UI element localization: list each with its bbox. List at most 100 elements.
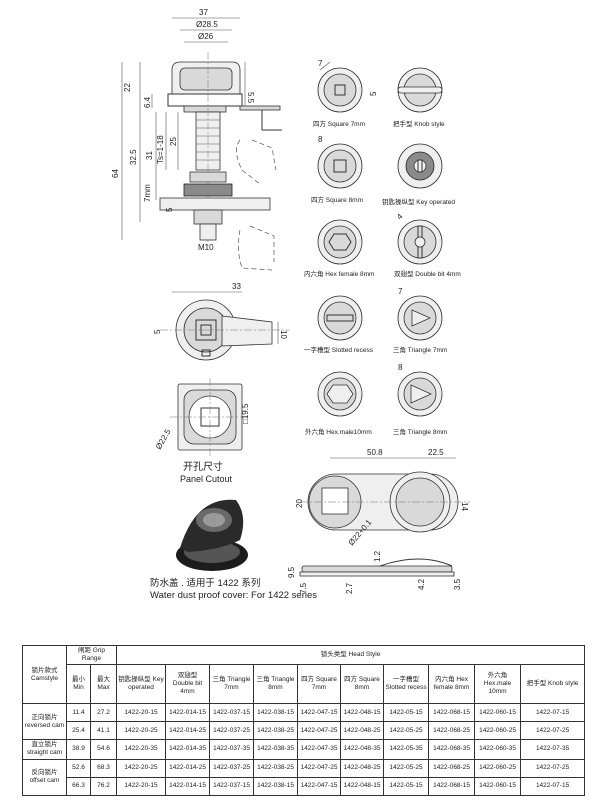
max-cell: 68.3 bbox=[89, 758, 118, 778]
header-camstyle: 锁片款式 Camstyle bbox=[22, 644, 67, 705]
header-col: 四方 Square 7mm bbox=[297, 664, 342, 705]
code-cell: 1422-038-25 bbox=[253, 758, 299, 778]
svg-text:1.2: 1.2 bbox=[373, 550, 382, 562]
dim-37: 37 bbox=[199, 8, 208, 17]
code-cell: 1422-068-15 bbox=[428, 703, 476, 723]
svg-text:7: 7 bbox=[318, 59, 323, 68]
cover-side-view: 1.2 9.5 7.5 2.7 4.2 3.5 bbox=[287, 550, 462, 594]
svg-text:8: 8 bbox=[318, 135, 323, 144]
code-cell: 1422-20-25 bbox=[116, 721, 167, 741]
code-cell: 1422-037-25 bbox=[209, 758, 255, 778]
camstyle-cell: 直立锁片 straight cam bbox=[22, 739, 67, 760]
code-cell: 1422-20-15 bbox=[116, 703, 167, 723]
code-cell: 1422-048-15 bbox=[340, 703, 385, 723]
header-min: 最小 Min bbox=[66, 664, 91, 705]
table-row: 正向锁片 reversed cam 11.4 27.2 1422-20-15 1… bbox=[22, 703, 586, 741]
header-col: 四方 Square 8mm bbox=[340, 664, 385, 705]
dim-ts: Ts=1-18 bbox=[156, 135, 165, 164]
code-cell: 1422-07-15 bbox=[520, 776, 586, 796]
dust-cover-illustration: 防水盖 . 适用于 1422 系列 Water dust proof cover… bbox=[150, 499, 317, 601]
header-grip: 闸距 Grip Range bbox=[65, 644, 118, 666]
code-cell: 1422-047-35 bbox=[297, 739, 342, 760]
camstyle-cell: 反向锁片 offset cam bbox=[22, 758, 67, 796]
dim-5b: 5 bbox=[153, 329, 162, 334]
svg-text:8: 8 bbox=[398, 363, 403, 372]
panel-cutout: □19.5 Ø22.5 开孔尺寸 Panel Cutout bbox=[154, 378, 250, 484]
code-cell: 1422-014-25 bbox=[165, 721, 211, 741]
code-cell: 1422-20-15 bbox=[116, 776, 167, 796]
dim-32-5: 32.5 bbox=[129, 149, 138, 165]
spec-table: 锁片款式 Camstyle 闸距 Grip Range 锁头类型 Head St… bbox=[22, 644, 586, 796]
dim-6-4: 6.4 bbox=[143, 96, 152, 108]
table-row: 25.4 41.1 1422-20-25 1422-014-25 1422-03… bbox=[23, 721, 586, 741]
dim-dia-26: Ø26 bbox=[198, 32, 214, 41]
dim-5: 5 bbox=[165, 207, 174, 212]
max-cell: 76.2 bbox=[89, 776, 118, 796]
header-col: 把手型 Knob style bbox=[520, 664, 586, 705]
code-cell: 1422-07-25 bbox=[520, 758, 586, 778]
code-cell: 1422-05-35 bbox=[383, 739, 430, 760]
dim-10: 10 bbox=[279, 330, 288, 339]
code-cell: 1422-048-15 bbox=[340, 776, 385, 796]
min-cell: 38.9 bbox=[66, 739, 91, 760]
header-head-style: 锁头类型 Head Style bbox=[116, 644, 586, 666]
dim-22: 22 bbox=[123, 83, 132, 92]
svg-text:5: 5 bbox=[369, 91, 378, 96]
head-label-hex-female: 内六角 Hex female 8mm bbox=[304, 269, 374, 278]
header-col: 外六角 Hex.male 10mm bbox=[474, 664, 522, 705]
code-cell: 1422-038-15 bbox=[253, 776, 299, 796]
code-cell: 1422-014-25 bbox=[165, 758, 211, 778]
dim-5-5: 5.5 bbox=[246, 92, 255, 104]
cover-en: Water dust proof cover: For 1422 series bbox=[150, 590, 317, 601]
head-label-knob: 把手型 Knob style bbox=[393, 119, 445, 128]
head-knob: 5 把手型 Knob style bbox=[369, 67, 445, 128]
svg-text:14: 14 bbox=[460, 502, 469, 511]
table-row: 66.3 76.2 1422-20-15 1422-014-15 1422-03… bbox=[23, 776, 586, 796]
code-cell: 1422-07-25 bbox=[520, 721, 586, 741]
code-cell: 1422-068-25 bbox=[428, 758, 476, 778]
table-row: 直立锁片 straight cam 38.9 54.6 1422-20-35 1… bbox=[22, 739, 586, 760]
code-cell: 1422-20-25 bbox=[116, 758, 167, 778]
code-cell: 1422-060-15 bbox=[474, 703, 522, 723]
header-col: 一字槽型 Slotted recess bbox=[383, 664, 430, 705]
head-label-double-bit: 双翅型 Double bit 4mm bbox=[394, 269, 461, 278]
head-label-triangle7: 三角 Triangle 7mm bbox=[393, 345, 447, 354]
head-label-slotted: 一字槽型 Slotted recess bbox=[304, 345, 374, 354]
code-cell: 1422-068-35 bbox=[428, 739, 476, 760]
svg-text:2.7: 2.7 bbox=[345, 582, 354, 594]
code-cell: 1422-038-35 bbox=[253, 739, 299, 760]
header-max: 最大 Max bbox=[89, 664, 118, 705]
dim-m10: M10 bbox=[198, 243, 214, 252]
min-cell: 11.4 bbox=[66, 703, 91, 723]
code-cell: 1422-048-35 bbox=[340, 739, 385, 760]
code-cell: 1422-048-25 bbox=[340, 758, 385, 778]
dim-dia-28-5: Ø28.5 bbox=[196, 20, 218, 29]
code-cell: 1422-05-25 bbox=[383, 721, 430, 741]
code-cell: 1422-037-35 bbox=[209, 739, 255, 760]
svg-text:7.5: 7.5 bbox=[299, 582, 308, 594]
svg-text:3.5: 3.5 bbox=[453, 578, 462, 590]
head-slotted: 一字槽型 Slotted recess bbox=[304, 295, 374, 354]
dim-33: 33 bbox=[232, 282, 241, 291]
head-label-key: 钥匙操纵型 Key operated bbox=[382, 197, 455, 206]
code-cell: 1422-060-35 bbox=[474, 739, 522, 760]
code-cell: 1422-037-15 bbox=[209, 703, 255, 723]
cover-top-view: 50.8 22.5 20 14 Ø22+0.1 bbox=[295, 448, 470, 547]
code-cell: 1422-014-15 bbox=[165, 776, 211, 796]
header-col: 内六角 Hex female 8mm bbox=[428, 664, 476, 705]
panel-cutout-en: Panel Cutout bbox=[180, 474, 233, 484]
dim-25: 25 bbox=[169, 137, 178, 146]
code-cell: 1422-068-15 bbox=[428, 776, 476, 796]
code-cell: 1422-05-15 bbox=[383, 703, 430, 723]
dim-7mm: 7mm bbox=[143, 184, 152, 202]
code-cell: 1422-037-25 bbox=[209, 721, 255, 741]
svg-text:4: 4 bbox=[395, 212, 405, 222]
head-square-8: 8 四方 Square 8mm bbox=[311, 135, 363, 204]
code-cell: 1422-20-35 bbox=[116, 739, 167, 760]
code-cell: 1422-05-25 bbox=[383, 758, 430, 778]
side-view: 37 Ø28.5 Ø26 5.5 22 6.4 32.5 31 Ts=1-18 … bbox=[111, 8, 282, 271]
min-cell: 52.6 bbox=[66, 758, 91, 778]
table-row: 反向锁片 offset cam 52.6 68.3 1422-20-25 142… bbox=[22, 758, 586, 796]
head-label-hex-male: 外六角 Hex.male10mm bbox=[305, 427, 372, 436]
code-cell: 1422-014-15 bbox=[165, 703, 211, 723]
